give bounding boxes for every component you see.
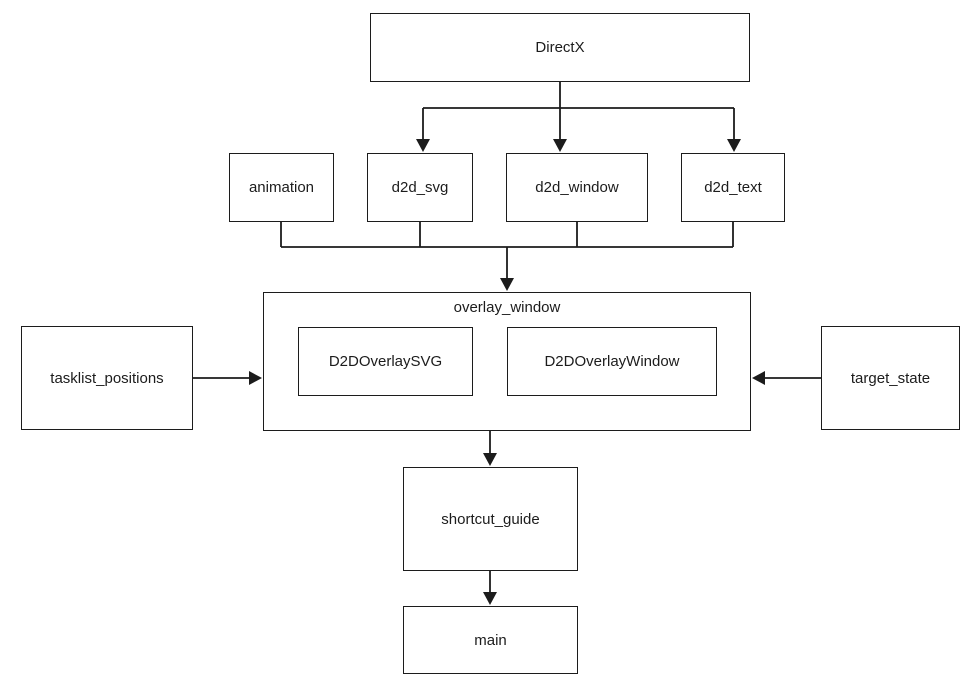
node-animation-label: animation — [248, 179, 315, 196]
node-tasklist-positions-label: tasklist_positions — [50, 369, 164, 387]
node-target-state: target_state — [821, 326, 960, 430]
node-d2d-overlay-window: D2DOverlayWindow — [507, 327, 717, 396]
arrowhead-overlay-left — [249, 371, 262, 385]
node-shortcut-guide-label: shortcut_guide — [441, 510, 540, 528]
node-shortcut-guide: shortcut_guide — [403, 467, 578, 571]
node-d2d-overlay-svg-label: D2DOverlaySVG — [328, 353, 443, 370]
node-overlay-window-label: overlay_window — [453, 299, 561, 316]
node-d2d-text-label: d2d_text — [704, 179, 762, 196]
arrowhead-overlay-right — [752, 371, 765, 385]
arrowhead-d2d-text — [727, 139, 741, 152]
arrowhead-overlay-window — [500, 278, 514, 291]
node-d2d-overlay-svg: D2DOverlaySVG — [298, 327, 473, 396]
node-overlay-window: overlay_window — [263, 292, 751, 431]
arrowhead-d2d-window — [553, 139, 567, 152]
node-directx-label: DirectX — [535, 39, 585, 56]
node-tasklist-positions: tasklist_positions — [21, 326, 193, 430]
arrowhead-main — [483, 592, 497, 605]
node-d2d-svg: d2d_svg — [367, 153, 473, 222]
arrowhead-d2d-svg — [416, 139, 430, 152]
node-directx: DirectX — [370, 13, 750, 82]
node-main-label: main — [474, 631, 507, 649]
node-d2d-window-label: d2d_window — [535, 179, 619, 196]
node-d2d-window: d2d_window — [506, 153, 648, 222]
node-animation: animation — [229, 153, 334, 222]
node-d2d-overlay-window-label: D2DOverlayWindow — [544, 353, 680, 370]
node-main: main — [403, 606, 578, 674]
arrowhead-shortcut-guide — [483, 453, 497, 466]
node-d2d-svg-label: d2d_svg — [391, 179, 449, 196]
node-target-state-label: target_state — [850, 369, 931, 387]
node-d2d-text: d2d_text — [681, 153, 785, 222]
